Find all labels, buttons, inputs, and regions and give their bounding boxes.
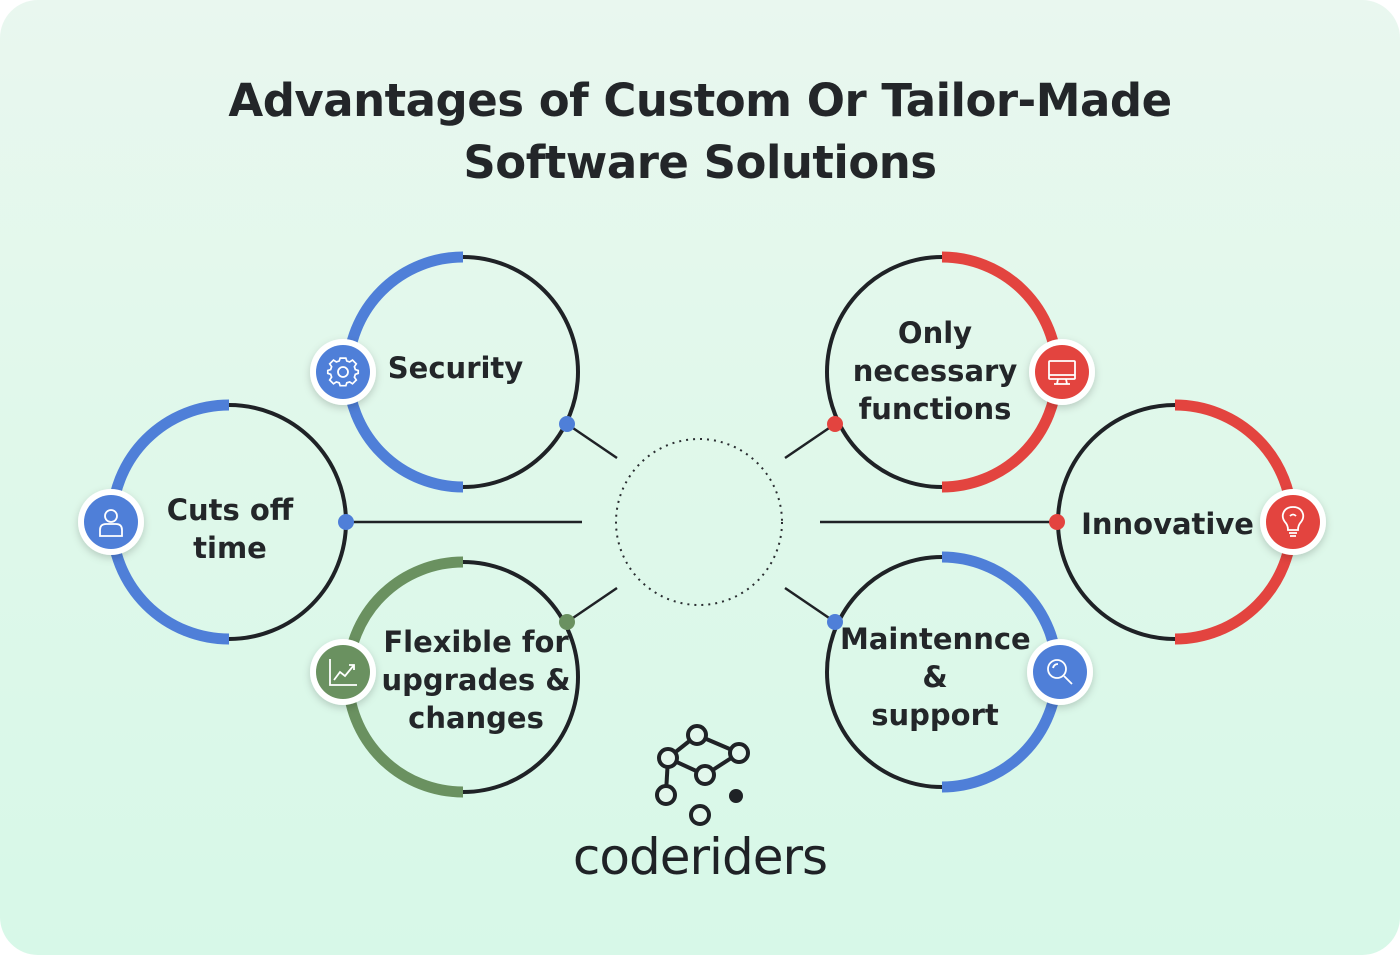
label-innovative: Innovative: [1081, 507, 1254, 541]
title-line-2: Software Solutions: [463, 136, 937, 189]
connector-dot: [827, 416, 843, 432]
label-only-necessary: Only necessary functions: [852, 316, 1018, 426]
molecule-network-icon: [655, 724, 750, 826]
connector-dot: [559, 614, 575, 630]
label-security: Security: [387, 351, 524, 385]
user-icon: [78, 489, 144, 555]
brand-wordmark: coderiders: [572, 828, 828, 886]
label-maintenance: Maintennce & support: [840, 622, 1031, 732]
chart-trend-icon: [310, 639, 376, 705]
connector-dot: [1049, 514, 1065, 530]
connector-dot: [559, 416, 575, 432]
monitor-icon: [1029, 339, 1095, 405]
label-cuts-off-time: Cuts off time: [166, 493, 294, 565]
gear-icon: [310, 339, 376, 405]
connector-lines: [346, 422, 1057, 624]
title-line-1: Advantages of Custom Or Tailor-Made: [228, 74, 1172, 127]
lightbulb-icon: [1260, 489, 1326, 555]
connector-dot: [338, 514, 354, 530]
center-hub: [615, 438, 783, 606]
connector-dot: [827, 614, 843, 630]
magnifier-icon: [1027, 639, 1093, 705]
label-flexible: Flexible for upgrades & changes: [381, 625, 571, 735]
